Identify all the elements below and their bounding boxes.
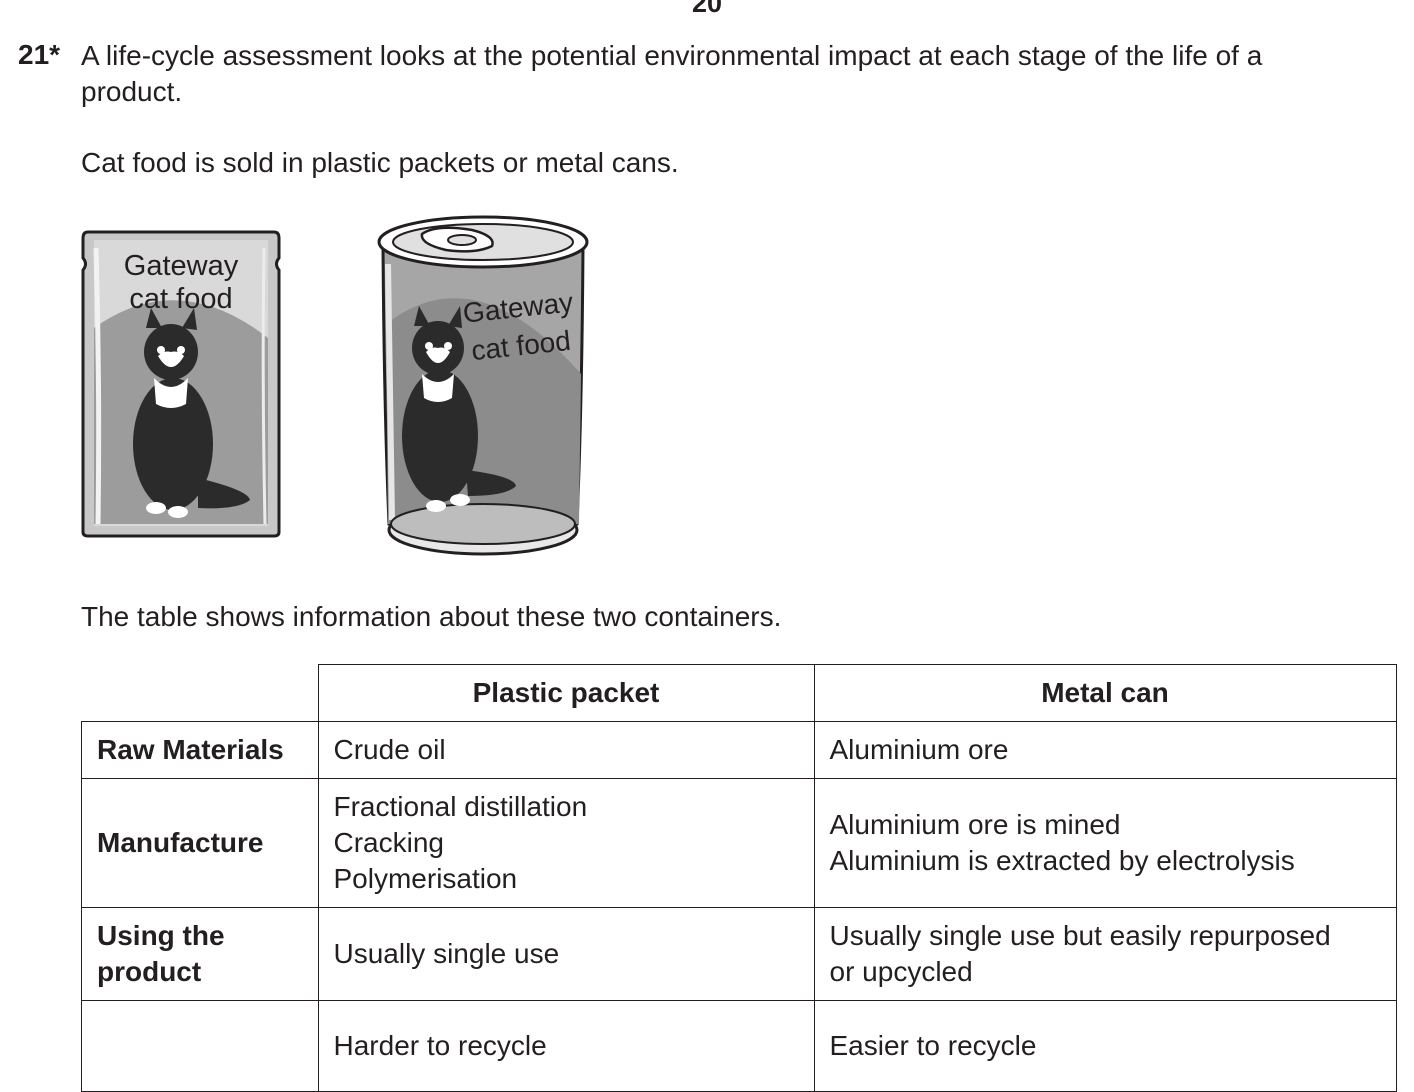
cell-plastic: Crude oil	[317, 721, 815, 779]
cell-line: Usually single use but easily repurposed	[829, 920, 1331, 951]
cell-metal: Aluminium ore is mined Aluminium is extr…	[813, 778, 1397, 908]
metal-can-image: Gateway cat food	[377, 215, 589, 556]
row-label-cut-off	[81, 1000, 319, 1092]
row-label-raw-materials: Raw Materials	[81, 721, 319, 779]
cell-plastic: Usually single use	[317, 907, 815, 1001]
cell-line: Polymerisation	[333, 863, 518, 894]
cell-line: Usually single use	[333, 938, 560, 969]
cell-line: Crude oil	[333, 734, 446, 765]
intro-line-2: product.	[81, 76, 183, 107]
cat-icon	[402, 306, 516, 512]
table-header-row: Plastic packet Metal can	[81, 664, 1397, 722]
table-corner-cell	[81, 664, 319, 722]
cell-line: Harder to recycle	[333, 1030, 547, 1061]
header-metal-can: Metal can	[813, 664, 1397, 722]
cell-plastic: Harder to recycle	[317, 1000, 815, 1092]
row-label-line: product	[97, 956, 202, 987]
cell-line: Aluminium is extracted by electrolysis	[829, 845, 1295, 876]
table-intro: The table shows information about these …	[81, 601, 782, 632]
cell-metal: Aluminium ore	[813, 721, 1397, 779]
cell-plastic: Fractional distillation Cracking Polymer…	[317, 778, 815, 908]
table-row: Raw Materials Crude oil Aluminium ore	[81, 721, 1397, 779]
intro-line-1: A life-cycle assessment looks at the pot…	[81, 40, 1263, 71]
packet-label-line2: cat food	[129, 283, 232, 315]
packet-label-line1: Gateway	[124, 250, 239, 282]
cell-line: Aluminium ore	[829, 734, 1009, 765]
cell-line: Easier to recycle	[829, 1030, 1037, 1061]
cell-line: Fractional distillation	[333, 791, 588, 822]
table-row: Harder to recycle Easier to recycle	[81, 1000, 1397, 1092]
cell-line: Cracking	[333, 827, 444, 858]
cell-metal: Easier to recycle	[813, 1000, 1397, 1092]
row-label-using-the-product: Using the product	[81, 907, 319, 1001]
question-number: 21*	[18, 39, 61, 70]
question-statement: Cat food is sold in plastic packets or m…	[81, 147, 679, 178]
plastic-packet-image: Gateway cat food	[81, 230, 281, 538]
table-row: Using the product Usually single use Usu…	[81, 907, 1397, 1001]
row-label-manufacture: Manufacture	[81, 778, 319, 908]
containers-table: Plastic packet Metal can Raw Materials C…	[81, 664, 1397, 1092]
cell-metal: Usually single use but easily repurposed…	[813, 907, 1397, 1001]
row-label-line: Using the	[97, 920, 225, 951]
table-row: Manufacture Fractional distillation Crac…	[81, 778, 1397, 908]
question-intro: A life-cycle assessment looks at the pot…	[81, 38, 1391, 110]
cell-line: or upcycled	[829, 956, 973, 987]
cat-icon	[133, 308, 250, 518]
cell-line: Aluminium ore is mined	[829, 809, 1121, 840]
header-plastic-packet: Plastic packet	[317, 664, 815, 722]
page-number: 20	[691, 0, 723, 18]
